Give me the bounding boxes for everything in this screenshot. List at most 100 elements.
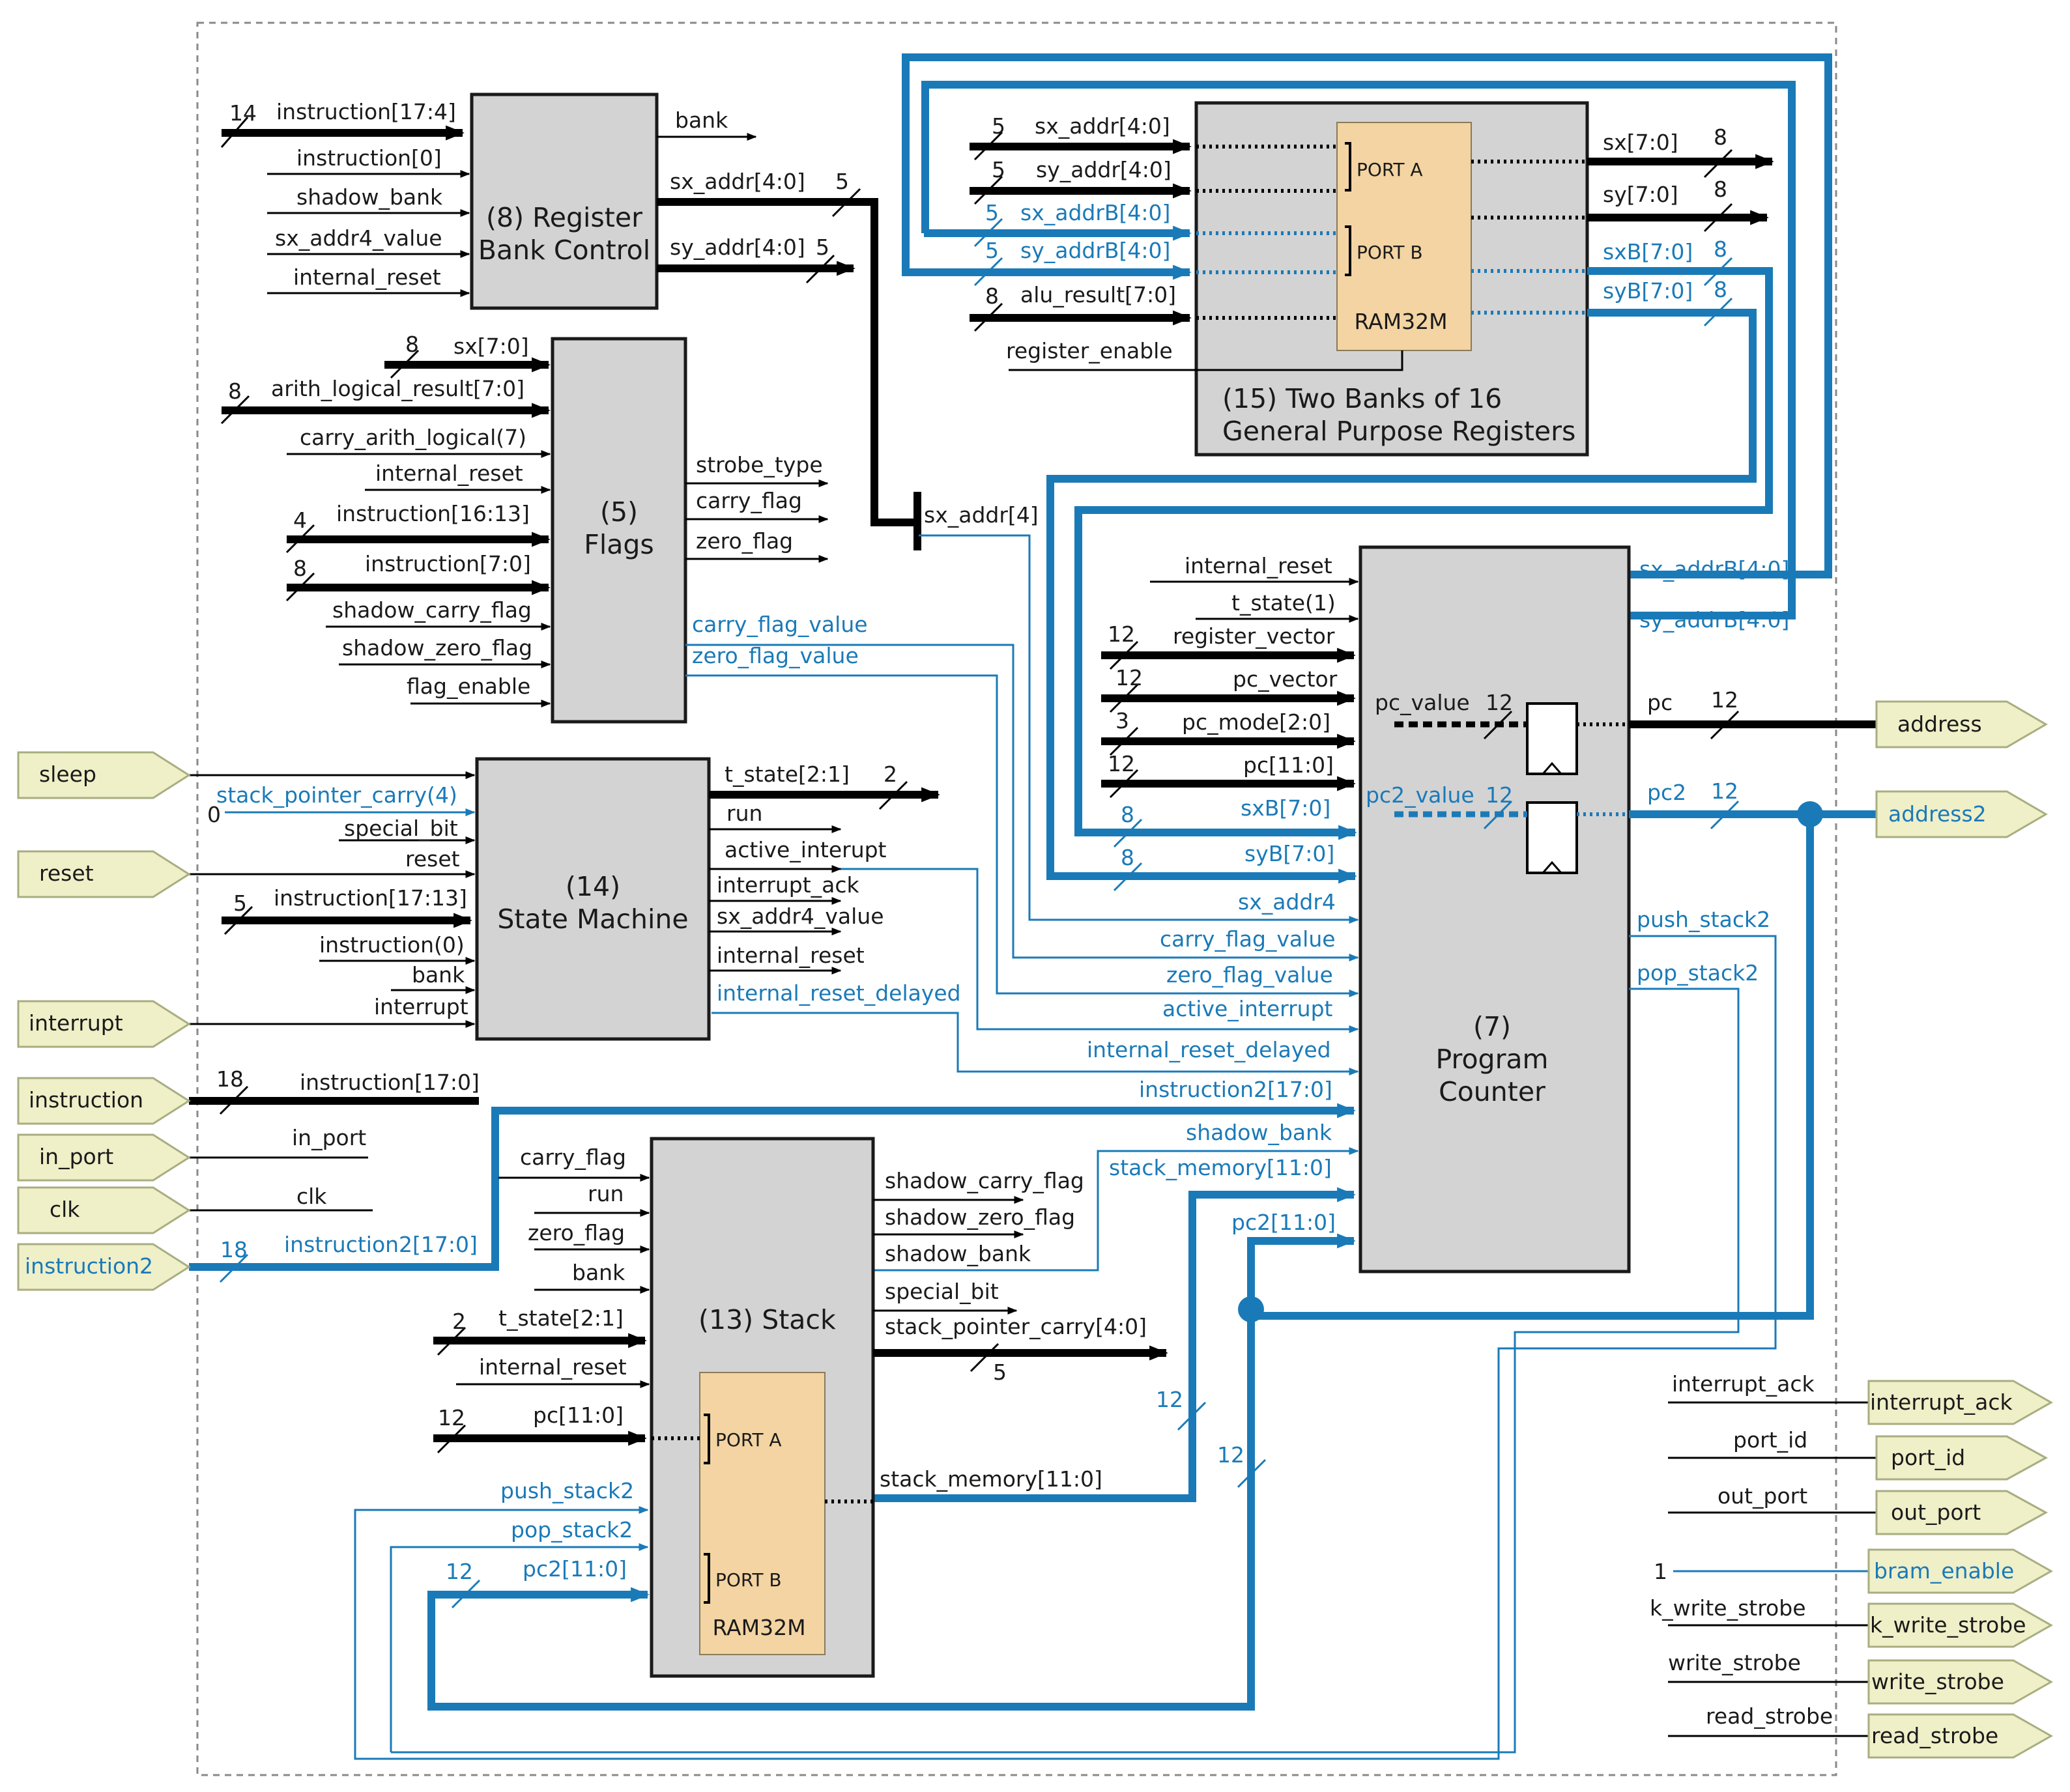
wire <box>1336 122 1472 351</box>
wire <box>285 524 315 554</box>
signal-label: pc2[11:0] <box>523 1556 627 1582</box>
signal-label: t_state[2:1] <box>498 1305 624 1331</box>
port-interrupt: interrupt <box>17 1000 191 1048</box>
signal-label: instruction2[17:0] <box>1139 1077 1332 1102</box>
port-interrupt-ack: interrupt_ack <box>1867 1380 2054 1425</box>
wire <box>1875 790 2048 838</box>
wire <box>878 780 908 810</box>
signal-label: 8 <box>1714 277 1727 302</box>
signal-label: instruction[17:13] <box>274 885 467 911</box>
signal-label: interrupt_ack <box>1672 1371 1815 1397</box>
signal-label: read_strobe <box>1706 1703 1833 1729</box>
wire <box>354 935 1777 1760</box>
wire <box>1526 702 1578 775</box>
signal-label: 12 <box>438 1405 465 1430</box>
wire <box>970 1343 999 1372</box>
signal-label: pc[11:0] <box>1243 752 1334 778</box>
signal-label: special_bit <box>885 1279 999 1304</box>
signal-label: zero_flag <box>528 1220 625 1245</box>
port-address: address <box>1875 700 2048 748</box>
signal-label: internal_reset_delayed <box>717 980 961 1006</box>
signal-label: 5 <box>985 200 999 225</box>
signal-label: (13) Stack <box>698 1304 836 1335</box>
signal-label: shadow_carry_flag <box>885 1168 1084 1193</box>
signal-label: 12 <box>1217 1442 1244 1468</box>
signal-label: 12 <box>1108 621 1135 647</box>
signal-label: instruction[16:13] <box>336 501 530 526</box>
signal-label: RAM32M <box>1354 309 1447 334</box>
signal-label: interrupt_ack <box>717 872 860 898</box>
signal-label: sxB[7:0] <box>1241 795 1330 821</box>
signal-label: bank <box>412 962 465 988</box>
program-counter-block: (7) Program Counter <box>1358 545 1631 1273</box>
signal-label: General Purpose Registers <box>1222 416 1575 447</box>
wire <box>1109 640 1139 670</box>
wire <box>1867 1713 2054 1759</box>
signal-label: push_stack2 <box>500 1478 634 1503</box>
signal-label: sxB[7:0] <box>1603 239 1693 264</box>
wire <box>1046 309 1757 884</box>
signal-label: pc_value <box>1375 690 1470 715</box>
signal-label: internal_reset <box>717 943 865 968</box>
signal-label: t_state[2:1] <box>725 761 850 787</box>
signal-label: sx_addr4_value <box>717 903 884 929</box>
signal-label: (14) <box>566 871 620 902</box>
wire <box>475 757 711 1041</box>
signal-label: special_bit <box>344 816 458 841</box>
signal-label: 0 <box>207 802 221 827</box>
signal-label: 18 <box>220 1237 248 1262</box>
wire <box>1542 761 1562 775</box>
signal-label: sx_addr[4:0] <box>1035 113 1170 139</box>
wire <box>1009 350 1403 371</box>
signal-label: 8 <box>1121 845 1134 870</box>
wire <box>805 254 835 284</box>
wire <box>390 1543 649 1752</box>
signal-label: shadow_zero_flag <box>342 635 532 661</box>
wire <box>973 131 1003 161</box>
signal-label: sx[7:0] <box>453 334 529 359</box>
signal-label: out_port <box>1891 1500 1981 1525</box>
wire <box>219 1085 249 1115</box>
signal-label: carry_flag_value <box>692 612 868 637</box>
signal-label: in_port <box>39 1144 113 1169</box>
wire <box>1710 710 1740 740</box>
wire <box>17 1243 191 1291</box>
signal-label: pop_stack2 <box>511 1517 633 1543</box>
wire <box>699 1372 826 1655</box>
wire <box>1875 1435 2048 1481</box>
wire <box>1251 814 1814 1320</box>
signal-label: syB[7:0] <box>1244 841 1334 866</box>
signal-label: instruction[17:4] <box>276 99 456 124</box>
signal-label: shadow_bank <box>1186 1120 1332 1145</box>
wire <box>1875 700 2048 748</box>
signal-label: 8 <box>293 556 307 581</box>
signal-label: interrupt <box>374 994 468 1019</box>
wire <box>1867 1380 2054 1425</box>
signal-label: zero_flag <box>696 528 793 554</box>
wire <box>704 1414 710 1464</box>
signal-label: carry_arith_logical(7) <box>300 425 526 450</box>
signal-label: 4 <box>293 507 307 533</box>
signal-label: reset <box>39 860 94 886</box>
signal-label: sx_addr4_value <box>275 225 442 251</box>
signal-label: Program <box>1436 1044 1549 1075</box>
signal-label: k_write_strobe <box>1650 1595 1806 1621</box>
port-k-write-strobe: k_write_strobe <box>1867 1602 2054 1648</box>
signal-label: 12 <box>1115 665 1143 690</box>
wire <box>223 905 253 935</box>
signal-label: shadow_carry_flag <box>332 597 532 623</box>
signal-label: 14 <box>229 100 257 126</box>
wire <box>685 674 1359 997</box>
wire <box>1483 800 1513 830</box>
signal-label: 5 <box>985 238 999 263</box>
wire <box>1703 149 1733 178</box>
signal-label: active_interupt <box>725 837 887 862</box>
signal-label: internal_reset <box>375 461 523 486</box>
signal-label: (5) <box>600 496 638 528</box>
wire <box>17 1186 191 1234</box>
wire <box>704 1553 710 1604</box>
signal-label: sy_addr[4:0] <box>670 235 805 260</box>
wire <box>657 198 913 526</box>
signal-label: in_port <box>292 1125 366 1150</box>
wire <box>1074 267 1773 840</box>
